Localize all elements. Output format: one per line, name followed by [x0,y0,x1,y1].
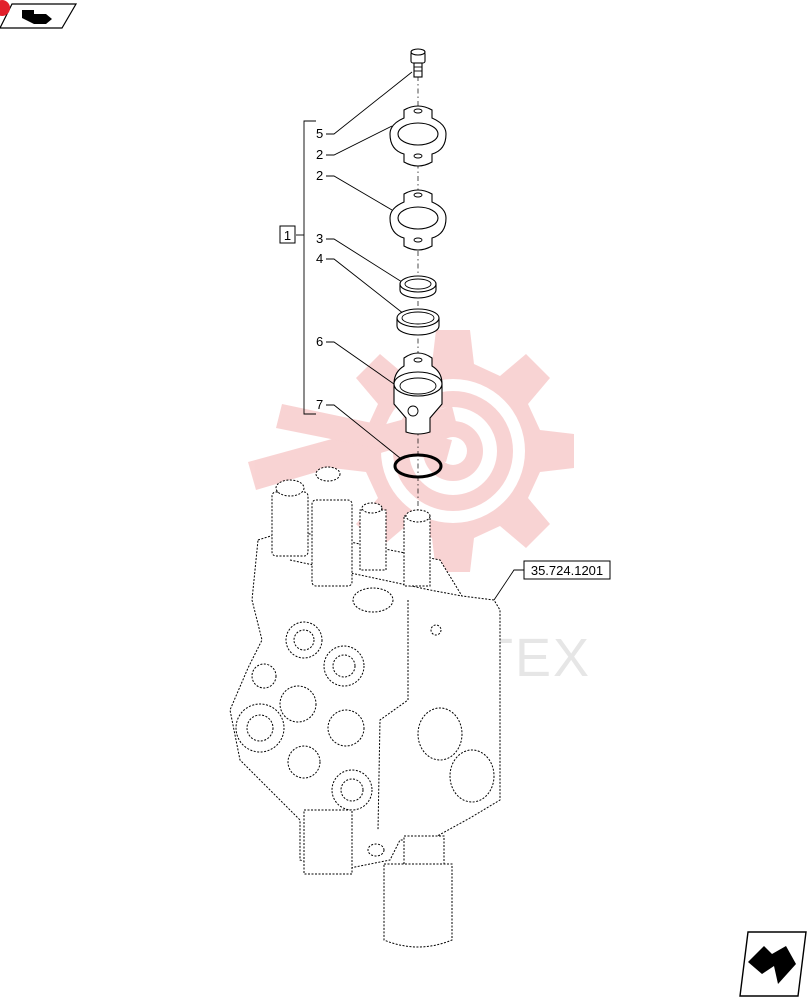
ring-large-part [396,308,440,336]
callout-label-4: 4 [316,251,323,266]
callout-label-7: 7 [316,397,323,412]
flange-lower-part [389,189,447,251]
cross-reference[interactable]: 35.724.1201 [493,560,611,601]
leader-lines [326,71,413,459]
o-ring-part [393,453,443,479]
callout-label-2-upper: 2 [316,147,323,162]
callout-label-6: 6 [316,334,323,349]
flange-upper-part [389,105,447,167]
cross-reference-label: 35.724.1201 [531,563,603,578]
callout-label-5: 5 [316,126,323,141]
cap-housing-part [393,352,443,435]
callout-label-2-lower: 2 [316,168,323,183]
screw-part [410,48,426,78]
next-page-arrow-icon[interactable] [739,931,807,997]
callout-label-3: 3 [316,231,323,246]
valve-body-part [229,466,501,948]
assembly-ref-label: 1 [284,228,291,243]
ring-small-part [399,275,437,299]
assembly-bracket: 1 [279,120,316,415]
arrow-book-icon[interactable] [0,0,78,29]
